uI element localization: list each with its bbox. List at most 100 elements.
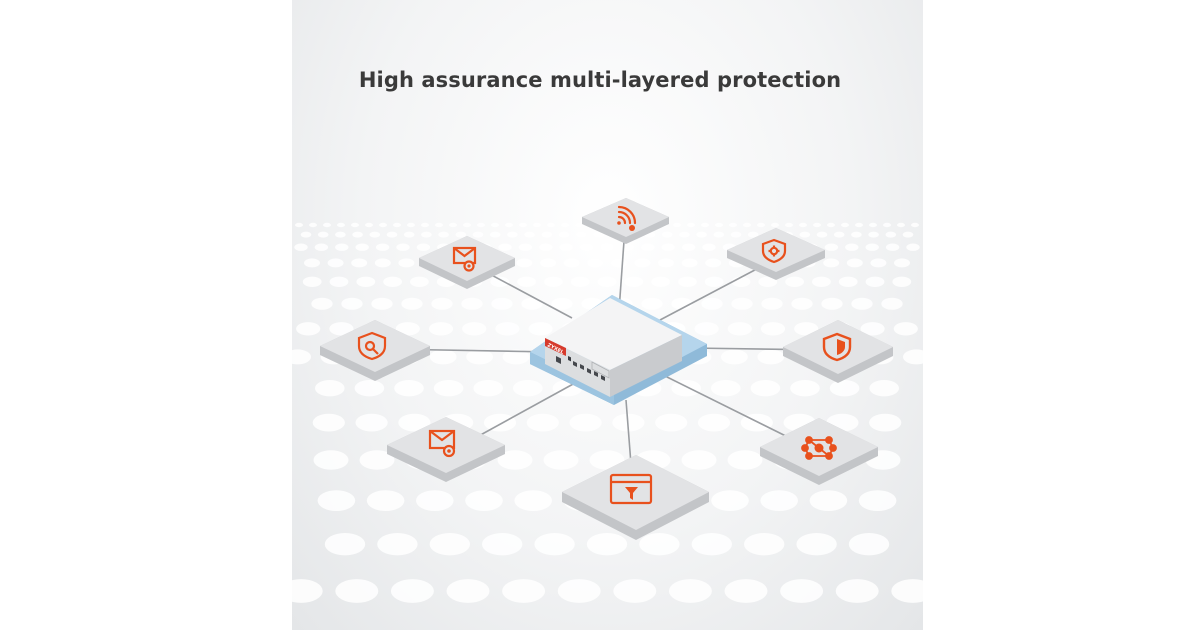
floor-dot — [518, 243, 533, 251]
floor-dot — [516, 258, 533, 268]
floor-dot — [356, 276, 376, 287]
floor-dot — [838, 276, 858, 287]
floor-dot — [524, 231, 535, 238]
shield-icon — [822, 332, 852, 362]
floor-dot — [302, 276, 322, 287]
floor-dot — [610, 258, 627, 268]
floor-dot — [671, 380, 701, 397]
floor-dot — [724, 579, 768, 603]
floor-dot — [559, 243, 573, 251]
floor-dot — [294, 243, 308, 251]
floor-dot — [711, 490, 749, 511]
floor-dot — [894, 258, 910, 268]
floor-dot — [561, 222, 569, 228]
floor-dot — [313, 450, 349, 470]
floor-dot — [579, 243, 594, 251]
floor-dot — [869, 222, 877, 228]
floor-dot — [296, 322, 321, 336]
floor-dot — [398, 413, 431, 432]
floor-dot — [678, 276, 697, 287]
floor-dot — [639, 533, 680, 556]
node-security-shield — [783, 320, 893, 383]
floor-dot — [681, 450, 717, 470]
floor-dot — [702, 243, 716, 251]
floor-dot — [311, 297, 333, 310]
floor-dot — [557, 579, 601, 603]
floor-dot — [521, 297, 543, 310]
floor-dot — [438, 231, 449, 238]
floor-dot — [396, 243, 410, 251]
floor-dot — [517, 276, 536, 287]
floor-dot — [284, 349, 311, 365]
floor-dot — [341, 297, 363, 310]
floor-dot — [431, 297, 453, 310]
floor-dot — [790, 380, 820, 397]
page-title: High assurance multi-layered protection — [358, 68, 842, 92]
floor-dot — [799, 231, 811, 238]
floor-dot — [727, 322, 752, 336]
floor-dot — [463, 222, 471, 228]
floor-dot — [855, 222, 863, 228]
floor-dot — [760, 322, 786, 336]
floor-dot — [507, 231, 518, 238]
floor-dot — [416, 243, 431, 251]
floor-dot — [502, 349, 530, 365]
floor-dot — [893, 322, 918, 336]
floor-dot — [491, 297, 513, 310]
floor-dot — [661, 243, 675, 251]
floor-dot — [429, 349, 457, 365]
floor-dot — [655, 413, 688, 432]
floor-dot — [679, 231, 690, 238]
floor-dot — [593, 231, 604, 238]
floor-dot — [658, 258, 674, 268]
shield-magnifier-icon — [357, 331, 387, 361]
floor-dot — [377, 533, 418, 556]
floor-dot — [691, 533, 732, 556]
floor-dot — [558, 231, 570, 238]
floor-dot — [694, 322, 719, 336]
node-web-shield — [727, 228, 825, 280]
floor-dot — [540, 258, 556, 268]
floor-dot — [390, 579, 434, 603]
floor-dot — [757, 349, 785, 365]
floor-dot — [687, 222, 695, 228]
envelope-gear-icon — [452, 246, 477, 272]
floor-dot — [541, 231, 553, 238]
floor-dot — [563, 258, 580, 268]
floor-dot — [433, 380, 464, 397]
floor-dot — [597, 276, 617, 287]
floor-dot — [747, 231, 759, 238]
floor-dot — [335, 231, 346, 238]
floor-dot — [715, 222, 723, 228]
floor-dot — [827, 222, 835, 228]
floor-dot — [355, 413, 388, 432]
floor-dot — [841, 222, 849, 228]
floor-dot — [813, 222, 821, 228]
floor-dot — [449, 222, 457, 228]
floor-dot — [534, 533, 575, 556]
floor-dot — [324, 533, 366, 556]
floor-dot — [758, 276, 778, 287]
floor-dot-pattern — [279, 222, 935, 603]
floor-dot — [641, 243, 655, 251]
floor-dot — [482, 533, 523, 556]
floor-dot — [491, 222, 499, 228]
floor-dot — [369, 231, 381, 238]
floor-dot — [477, 222, 485, 228]
floor-dot — [416, 490, 454, 511]
floor-dot — [317, 231, 329, 238]
floor-dot — [575, 231, 587, 238]
floor-dot — [354, 380, 385, 397]
floor-dot — [671, 297, 693, 310]
floor-dot — [570, 276, 590, 287]
floor-dot — [757, 222, 765, 228]
floor-dot — [785, 276, 804, 287]
floor-dot — [851, 297, 873, 310]
floor-dot — [472, 231, 484, 238]
floor-dot — [428, 322, 454, 336]
floor-dot — [750, 380, 781, 397]
floor-dot — [729, 222, 737, 228]
floor-dot — [824, 243, 839, 251]
floor-dot — [519, 222, 527, 228]
